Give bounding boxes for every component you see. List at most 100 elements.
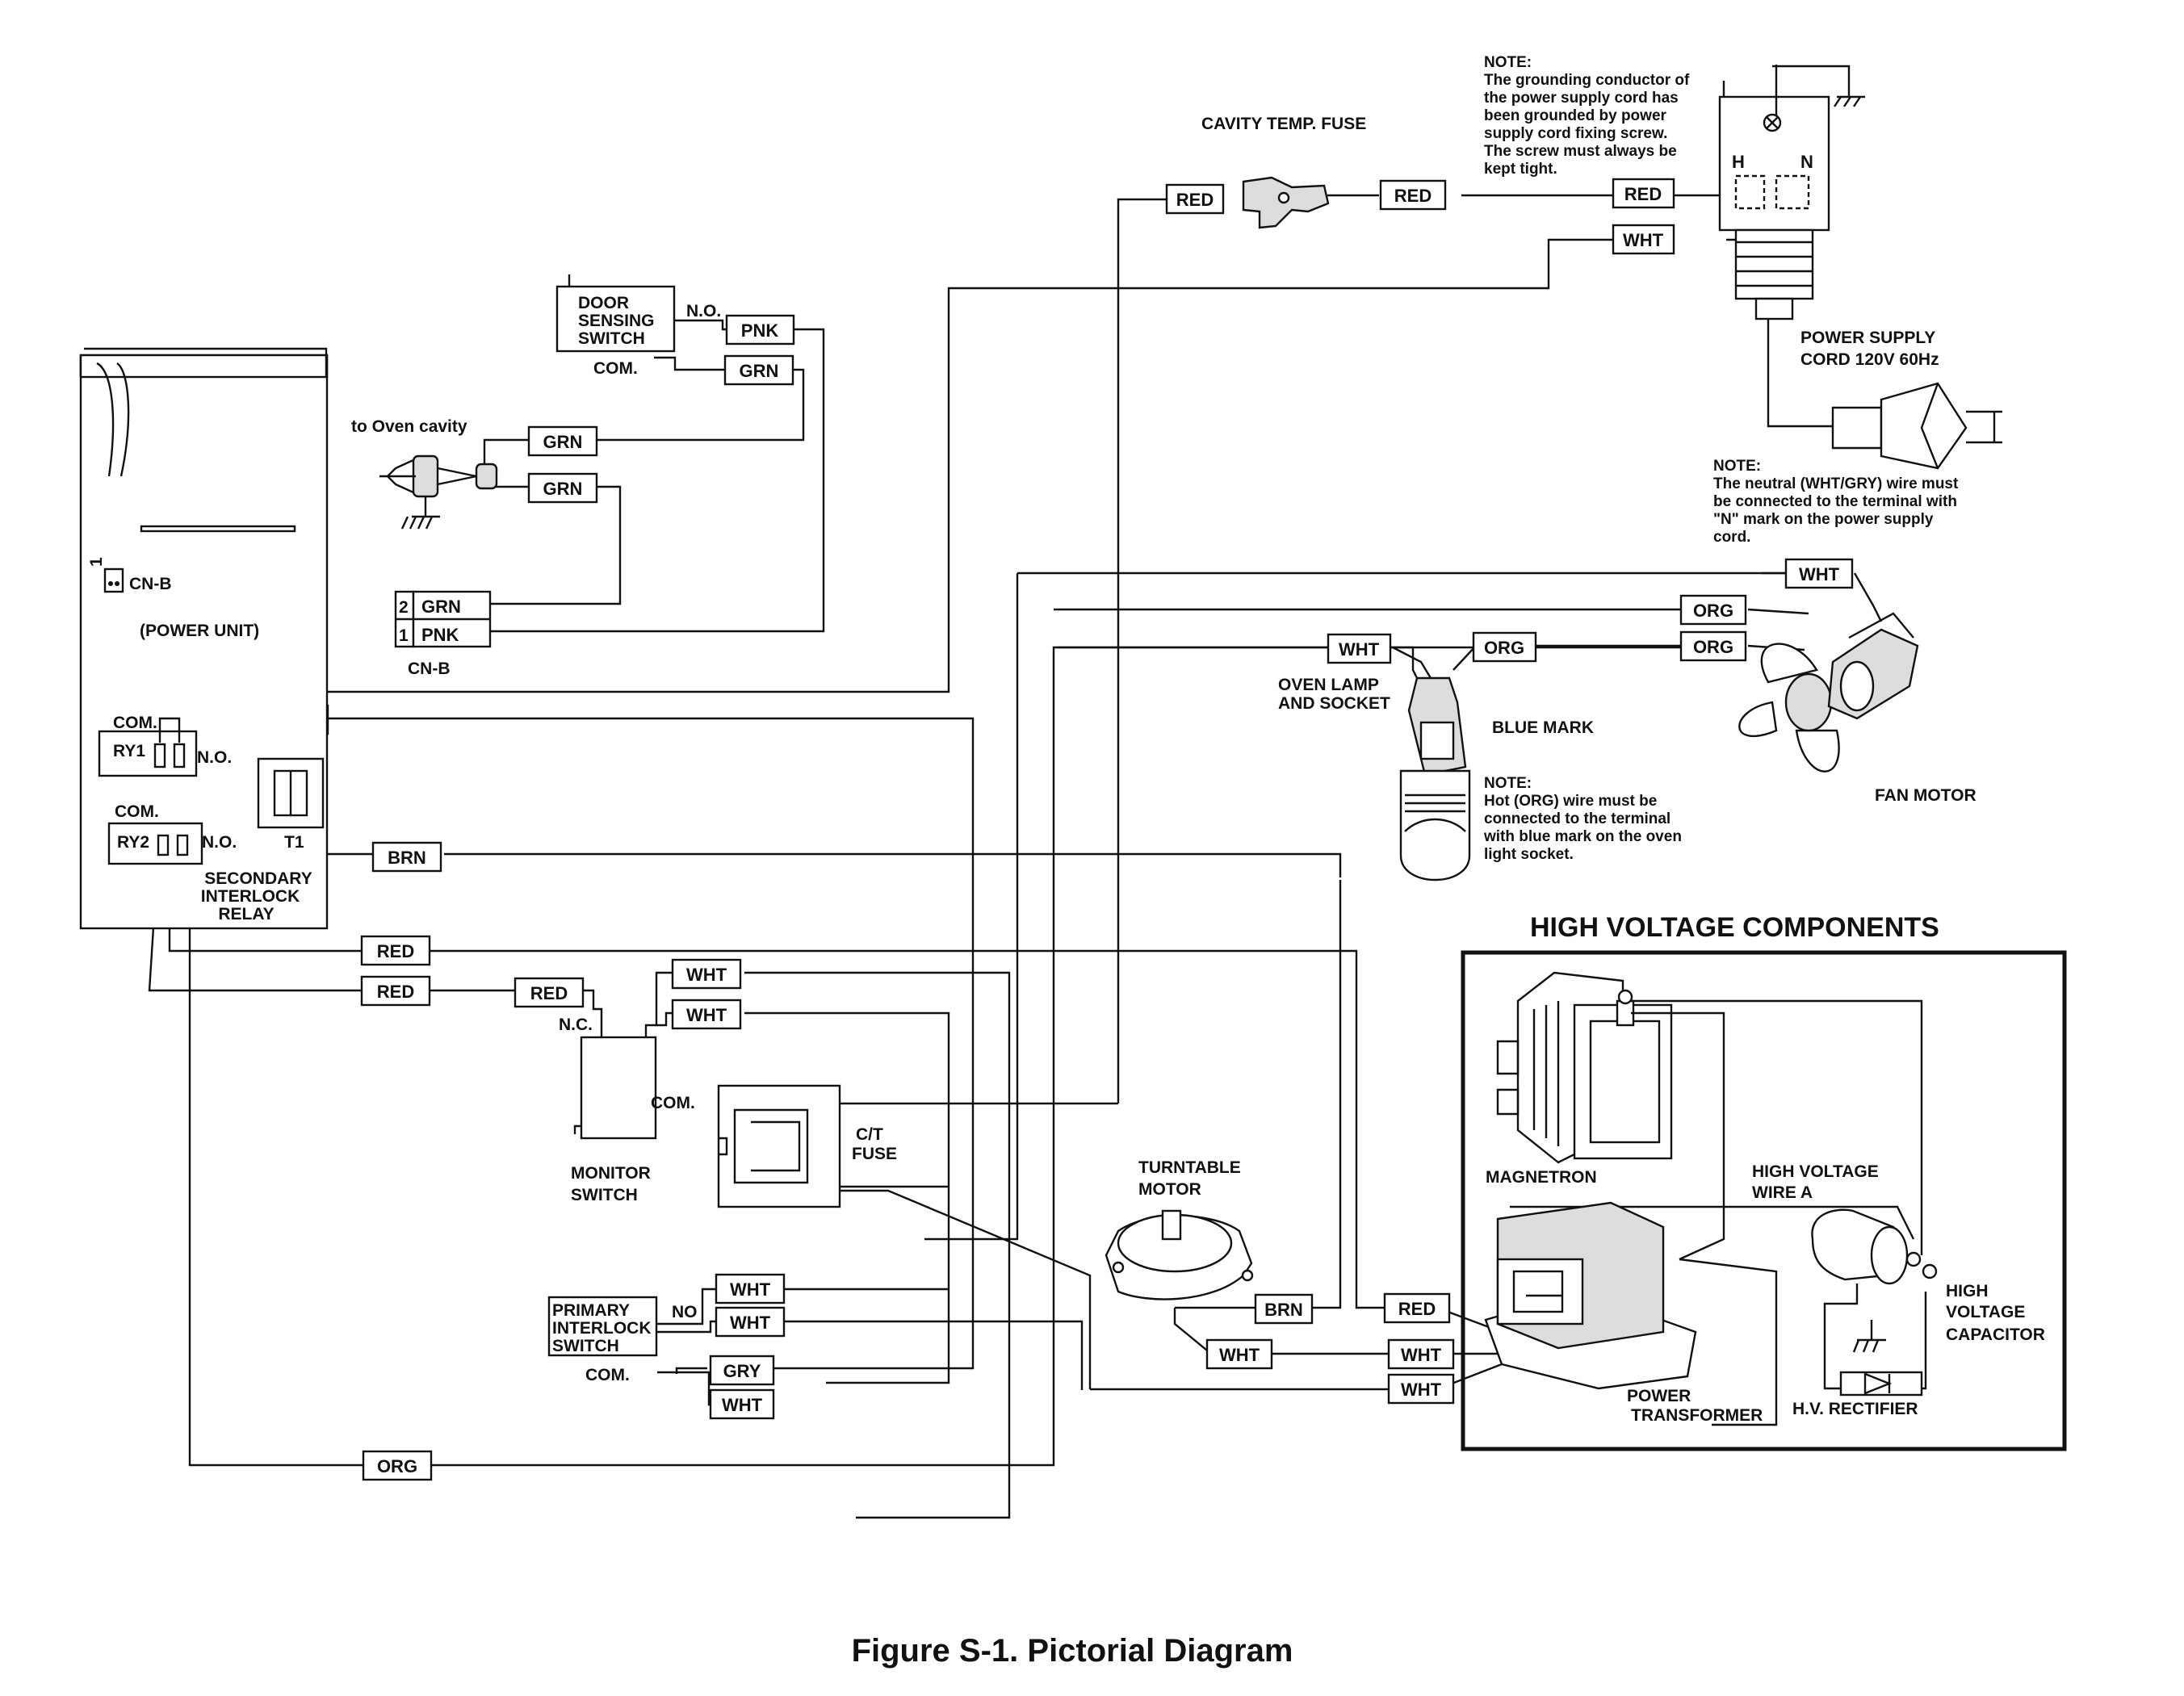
oven-lamp-socket: OVEN LAMP AND SOCKET BLUE MARK [1278, 676, 1594, 882]
svg-text:RED: RED [1398, 1299, 1436, 1319]
svg-text:MONITOR: MONITOR [571, 1164, 651, 1183]
turntable-motor: TURNTABLE MOTOR [1105, 1158, 1254, 1300]
wire-tag-grn-2: GRN [527, 425, 598, 457]
svg-text:2: 2 [399, 598, 409, 617]
svg-text:RED: RED [377, 941, 414, 961]
svg-text:ORG: ORG [1693, 637, 1733, 657]
svg-text:The screw must always be: The screw must always be [1484, 143, 1677, 160]
wire-tag-wht-7: WHT [709, 1388, 775, 1420]
cn-b-connector: 2 1 GRN PNK CN-B [394, 590, 492, 678]
svg-text:SWITCH: SWITCH [552, 1337, 619, 1355]
svg-text:AND SOCKET: AND SOCKET [1278, 694, 1390, 713]
power-cord-terminal: H N [1718, 65, 1865, 320]
door-sensing-switch: DOOR SENSING SWITCH N.O. COM. [555, 274, 721, 378]
svg-text:The grounding conductor of: The grounding conductor of [1484, 72, 1690, 89]
svg-text:WHT: WHT [1401, 1345, 1442, 1365]
wire-tag-grn-1: GRN [723, 354, 794, 386]
svg-text:VOLTAGE: VOLTAGE [1946, 1303, 2025, 1321]
note-grounding: NOTE: The grounding conductor of the pow… [1484, 54, 1690, 178]
wire-tag-wht-1: WHT [1612, 224, 1675, 255]
svg-text:H.V. RECTIFIER: H.V. RECTIFIER [1792, 1400, 1918, 1418]
svg-text:COM.: COM. [593, 359, 638, 378]
svg-text:WHT: WHT [686, 1005, 727, 1025]
svg-text:HIGH: HIGH [1946, 1282, 1989, 1300]
svg-text:T1: T1 [284, 833, 304, 852]
svg-text:RELAY: RELAY [218, 905, 274, 923]
svg-text:PRIMARY: PRIMARY [552, 1301, 630, 1320]
wire-tag-red-5: RED [360, 975, 431, 1007]
svg-text:TURNTABLE: TURNTABLE [1138, 1158, 1241, 1177]
svg-text:Hot (ORG) wire must be: Hot (ORG) wire must be [1484, 793, 1657, 810]
wire-tag-wht-5: WHT [715, 1273, 786, 1304]
wire-tag-brn-1: BRN [371, 841, 442, 873]
svg-text:(POWER UNIT): (POWER UNIT) [140, 622, 259, 640]
svg-text:MOTOR: MOTOR [1138, 1180, 1201, 1199]
svg-text:WHT: WHT [1219, 1345, 1260, 1365]
svg-text:N.O.: N.O. [686, 302, 721, 320]
svg-text:HIGH VOLTAGE: HIGH VOLTAGE [1752, 1162, 1879, 1181]
svg-text:BRN: BRN [388, 848, 426, 868]
svg-text:RED: RED [377, 982, 414, 1002]
wire-tag-red-6: RED [514, 977, 585, 1008]
wire-tag-pnk-1: PNK [725, 314, 795, 345]
wire-tag-wht-9: WHT [1387, 1338, 1455, 1370]
svg-text:WIRE A: WIRE A [1752, 1183, 1813, 1202]
wire-tag-org-2: ORG [1472, 631, 1537, 663]
svg-text:GRN: GRN [543, 479, 583, 499]
svg-text:RED: RED [1624, 184, 1662, 204]
high-voltage-components: HIGH VOLTAGE COMPONENTS MAGNETRON HIGH V… [1461, 912, 2067, 1451]
wire-tag-wht-8: WHT [1205, 1338, 1273, 1370]
svg-text:N.O.: N.O. [197, 748, 232, 767]
svg-text:CN-B: CN-B [408, 660, 451, 678]
svg-text:POWER: POWER [1627, 1387, 1691, 1405]
svg-text:NOTE:: NOTE: [1713, 458, 1761, 475]
svg-text:RED: RED [530, 983, 568, 1003]
oven-cavity-connector: to Oven cavity [351, 417, 498, 530]
svg-text:POWER SUPPLY: POWER SUPPLY [1800, 329, 1935, 347]
svg-text:NOTE:: NOTE: [1484, 54, 1532, 71]
wire-tag-org-3: ORG [1679, 594, 1747, 626]
svg-text:1: 1 [399, 626, 409, 645]
wire-tag-red-2: RED [1379, 179, 1447, 211]
wire-tag-org-4: ORG [1679, 630, 1747, 662]
svg-text:WHT: WHT [1623, 230, 1664, 250]
svg-text:GRN: GRN [543, 432, 583, 452]
note-hot-org: NOTE: Hot (ORG) wire must be connected t… [1483, 775, 1682, 863]
svg-text:OVEN LAMP: OVEN LAMP [1278, 676, 1379, 694]
svg-text:NO: NO [672, 1303, 698, 1321]
svg-text:CN-B: CN-B [129, 575, 172, 593]
wire-tag-org-1: ORG [362, 1450, 433, 1481]
svg-text:1: 1 [87, 557, 106, 567]
svg-text:COM.: COM. [651, 1094, 695, 1112]
svg-text:ORG: ORG [377, 1456, 417, 1476]
svg-text:WHT: WHT [730, 1313, 771, 1333]
svg-text:CAVITY TEMP. FUSE: CAVITY TEMP. FUSE [1201, 115, 1366, 133]
svg-text:The neutral (WHT/GRY) wire mus: The neutral (WHT/GRY) wire must [1713, 475, 1959, 492]
svg-text:C/T: C/T [856, 1125, 883, 1144]
svg-text:MAGNETRON: MAGNETRON [1486, 1168, 1597, 1187]
svg-text:WHT: WHT [686, 965, 727, 985]
svg-text:WHT: WHT [1401, 1380, 1442, 1400]
wire-tag-wht-12: WHT [1784, 558, 1854, 589]
wire-tag-brn-2: BRN [1254, 1293, 1314, 1325]
monitor-switch: N.C. COM. MONITOR SWITCH [559, 1016, 695, 1204]
hv-rectifier: H.V. RECTIFIER [1792, 1284, 1927, 1418]
svg-text:DOOR: DOOR [578, 294, 629, 312]
svg-text:INTERLOCK: INTERLOCK [201, 887, 300, 906]
svg-text:SECONDARY: SECONDARY [204, 869, 312, 888]
svg-text:light socket.: light socket. [1484, 846, 1574, 863]
svg-text:GRN: GRN [740, 361, 779, 381]
svg-text:SWITCH: SWITCH [578, 329, 645, 348]
wire-tag-gry-2: GRY [709, 1355, 775, 1386]
svg-text:the power supply cord has: the power supply cord has [1484, 90, 1679, 107]
svg-text:ORG: ORG [1693, 601, 1733, 621]
svg-text:WHT: WHT [1799, 564, 1840, 584]
svg-text:RED: RED [1394, 186, 1432, 206]
svg-text:WHT: WHT [1339, 639, 1380, 660]
wire-tag-wht-3: WHT [671, 958, 742, 990]
wire-tag-grn-3: GRN [527, 472, 598, 504]
power-transformer: POWER TRANSFORMER [1484, 1201, 1763, 1425]
magnetron: MAGNETRON [1486, 971, 1673, 1187]
svg-text:connected to the terminal: connected to the terminal [1484, 810, 1670, 827]
